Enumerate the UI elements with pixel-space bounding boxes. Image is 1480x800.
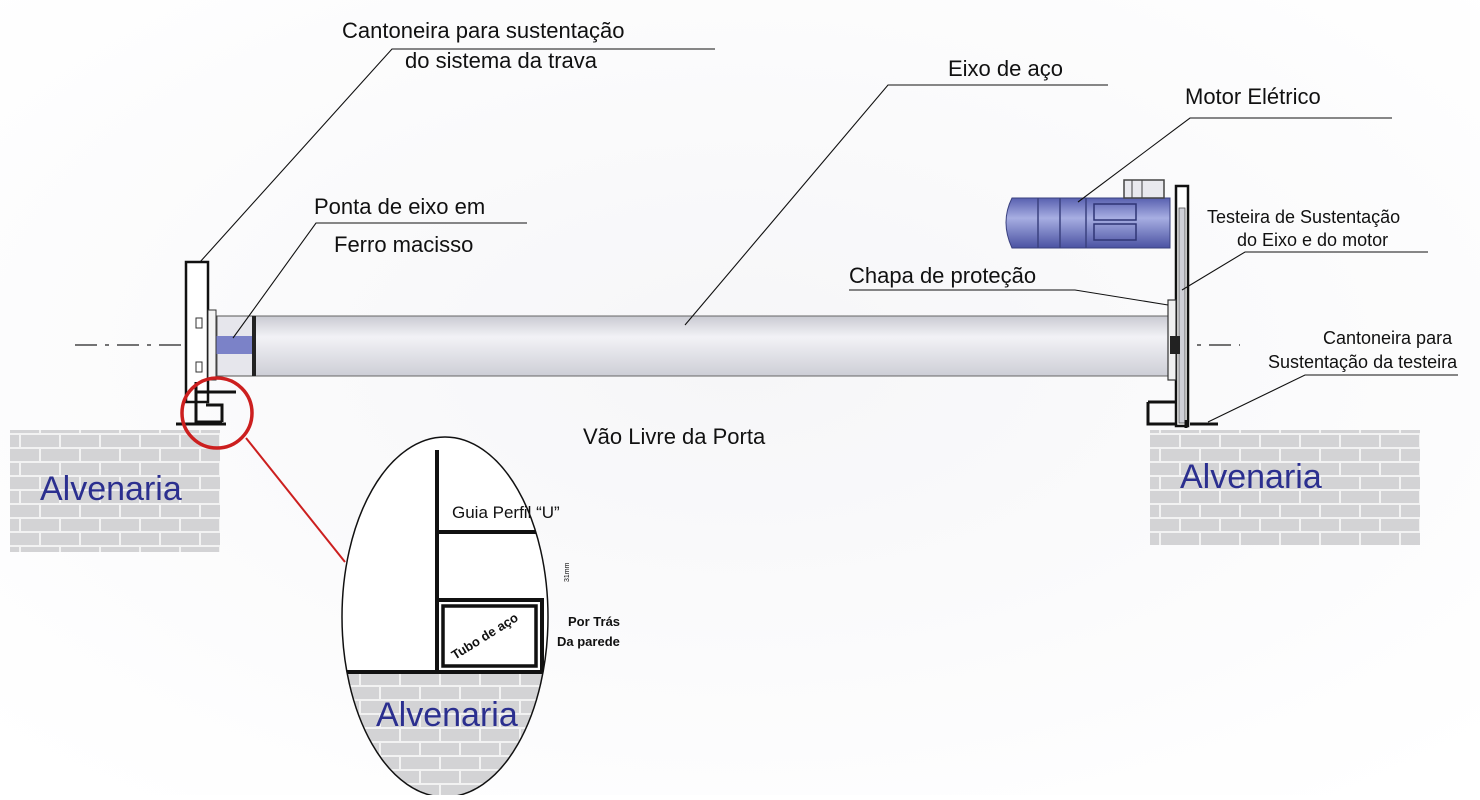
label-ponta-eixo-line1: Ponta de eixo em bbox=[314, 194, 485, 219]
detail-dimension-label: 31mm bbox=[564, 562, 571, 582]
detail-guia-label: Guia Perfil “U” bbox=[452, 503, 560, 522]
label-cantoneira-testeira-line2: Sustentação da testeira bbox=[1268, 352, 1458, 372]
motor-terminal-box-upper bbox=[1093, 203, 1137, 221]
label-chapa: Chapa de proteção bbox=[849, 263, 1036, 288]
masonry-right-label: Alvenaria bbox=[1180, 458, 1322, 496]
masonry-left-label: Alvenaria bbox=[40, 470, 182, 508]
leader-chapa bbox=[849, 289, 1169, 306]
leader-testeira bbox=[1181, 251, 1428, 291]
detail-por-tras-line1: Por Trás bbox=[568, 614, 620, 629]
masonry-left bbox=[10, 430, 220, 552]
label-cantoneira-testeira-line1: Cantoneira para bbox=[1323, 328, 1453, 348]
shaft-end-plate bbox=[252, 316, 256, 376]
zoom-connector-line bbox=[245, 437, 346, 563]
label-testeira-line1: Testeira de Sustentação bbox=[1207, 207, 1400, 227]
detail-u-guide bbox=[437, 530, 544, 674]
label-ponta-eixo-line2: Ferro macisso bbox=[334, 232, 473, 257]
steel-shaft bbox=[254, 315, 1174, 377]
left-lock-bracket bbox=[207, 309, 217, 381]
left-u-guide bbox=[194, 382, 236, 424]
leader-ponta-eixo bbox=[232, 222, 527, 339]
motor-capacitor bbox=[1123, 179, 1165, 199]
leader-eixo-aco bbox=[684, 84, 1108, 326]
motor-terminal-box-lower bbox=[1093, 223, 1137, 241]
label-cantoneira-trava-line1: Cantoneira para sustentação bbox=[342, 18, 625, 43]
lock-bolt-upper bbox=[195, 317, 203, 329]
detail-por-tras-line2: Da parede bbox=[557, 634, 620, 649]
detail-steel-tube bbox=[441, 604, 538, 668]
masonry-right bbox=[1150, 430, 1420, 545]
leader-lines bbox=[199, 48, 1458, 423]
detail-masonry-label: Alvenaria bbox=[376, 696, 518, 734]
label-eixo-aco: Eixo de aço bbox=[948, 56, 1063, 81]
zoom-marker-circle bbox=[180, 376, 254, 450]
label-testeira-line2: do Eixo e do motor bbox=[1237, 230, 1388, 250]
leader-cantoneira-trava bbox=[199, 48, 715, 263]
label-vao-livre: Vão Livre da Porta bbox=[583, 424, 766, 449]
label-cantoneira-trava-line2: do sistema da trava bbox=[405, 48, 598, 73]
leader-cantoneira-testeira bbox=[1207, 374, 1458, 423]
lock-bolt-lower bbox=[195, 361, 203, 373]
electric-motor-body bbox=[1005, 197, 1171, 249]
right-bearing bbox=[1170, 336, 1180, 354]
leader-motor bbox=[1077, 117, 1392, 203]
label-motor: Motor Elétrico bbox=[1185, 84, 1321, 109]
right-u-guide bbox=[1146, 400, 1176, 426]
right-head-plate-inner bbox=[1178, 207, 1186, 424]
